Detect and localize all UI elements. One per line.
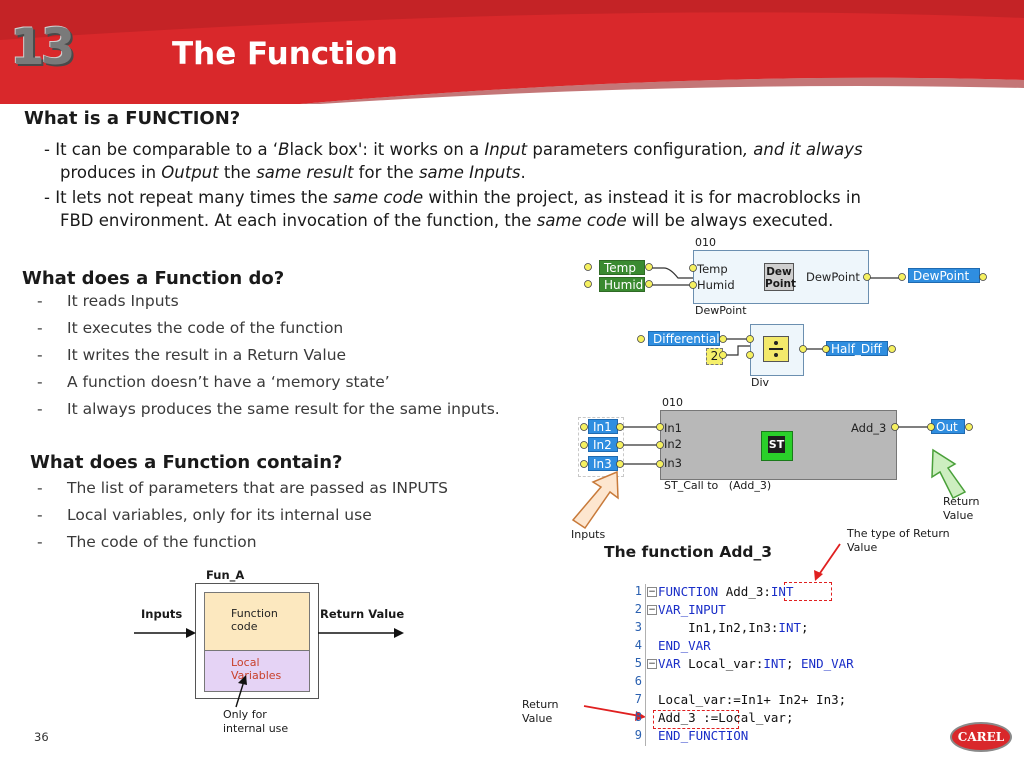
st-pin-in2: In2 [664,437,682,451]
code-line-1: FUNCTION Add_3:INT [658,584,794,599]
tag-half-diff[interactable]: Half_Diff [826,341,888,356]
intro-heading: What is a FUNCTION? [24,108,241,129]
funa-note-1: Only for [223,708,267,721]
line-number: 1 [634,584,642,598]
code-line-3: In1,In2,In3:INT; [658,620,809,635]
intro-paragraph-1: - It can be comparable to a ‘Black box':… [44,140,863,182]
div-name: Div [751,376,770,389]
st-pin-out: Add_3 [851,421,887,435]
dewpoint-pin-temp: Temp [697,262,728,276]
code-gutter-line [645,584,646,746]
ret-note-1: Return [522,698,559,711]
line-number: 7 [634,692,642,706]
header-band [0,0,1024,104]
callout-arrows [571,448,967,530]
st-pin-in1: In1 [664,421,682,435]
dewpoint-id: 010 [695,236,716,249]
list-item: -It executes the code of the function [37,319,344,337]
st-icon: ST [761,431,793,461]
list-item: -The list of parameters that are passed … [37,479,448,497]
tag-in2[interactable]: In2 [588,437,618,452]
list-item: -Local variables, only for its internal … [37,506,372,524]
st-pin-in3: In3 [664,456,682,470]
code-line-8: Add_3 :=Local_var; [658,710,794,725]
chapter-badge: 13 [10,18,76,76]
line-number: 3 [634,620,642,634]
line-number: 8 [634,710,642,724]
list-item: -It writes the result in a Return Value [37,346,347,364]
funa-arrows [134,628,404,708]
funa-note-2: internal use [223,722,289,735]
fold-icon[interactable]: − [647,659,657,669]
tag-differential[interactable]: Differential [648,331,720,346]
code-title: The function Add_3 [604,543,773,561]
line-number: 4 [634,638,642,652]
label-return-1: Return [943,495,980,508]
st-call-block[interactable]: In1 In2 In3 Add_3 ST [660,410,897,480]
funa-code-label-1: Function [231,607,278,620]
type-note-1: The type of Return [847,527,950,540]
fbd-wires [580,263,987,468]
type-note-2: Value [847,541,878,554]
tag-dewpoint-out[interactable]: DewPoint [908,268,980,283]
does-list: -It reads Inputs -It executes the code o… [37,292,577,432]
tag-humid[interactable]: Humid [599,277,645,292]
tag-in3[interactable]: In3 [588,456,618,471]
contains-list: -The list of parameters that are passed … [37,479,537,559]
code-line-7: Local_var:=In1+ In2+ In3; [658,692,847,707]
line-number: 9 [634,728,642,742]
carel-logo: CAREL [950,722,1012,752]
funa-local-box: Local Variables [204,650,310,692]
code-line-4: END_VAR [658,638,711,653]
ret-note-2: Value [522,712,553,725]
code-line-9: END_FUNCTION [658,728,749,743]
funa-code-box: Function code [204,592,310,652]
return-value-highlight [653,710,739,729]
stcall-id: 010 [662,396,683,409]
label-return-2: Value [943,509,974,522]
list-item: -It always produces the same result for … [37,400,500,418]
slide-title: The Function [172,36,398,72]
line-number: 6 [634,674,642,688]
funa-code-label-2: code [231,620,258,633]
code-line-2: VAR_INPUT [658,602,726,617]
line-number: 2 [634,602,642,616]
code-line-5: VAR Local_var:INT; END_VAR [658,656,854,671]
list-item: -A function doesn’t have a ‘memory state… [37,373,390,391]
page-number: 36 [34,730,49,744]
dewpoint-pin-humid: Humid [697,278,735,292]
tag-in1[interactable]: In1 [588,419,618,434]
contains-heading: What does a Function contain? [30,452,343,473]
fold-icon[interactable]: − [647,605,657,615]
label-inputs: Inputs [571,528,606,541]
list-item: -It reads Inputs [37,292,179,310]
code-red-arrows [583,543,841,721]
fold-icon[interactable]: − [647,587,657,597]
tag-out[interactable]: Out [931,419,965,434]
funa-local-label-1: Local [231,656,260,669]
dewpoint-pin-out: DewPoint [806,270,860,284]
dewpoint-name: DewPoint [695,304,747,317]
funa-inputs-label: Inputs [141,607,183,621]
intro-paragraph-2: - It lets not repeat many times the same… [44,188,861,230]
div-block[interactable] [750,324,804,376]
tag-temp[interactable]: Temp [599,260,645,275]
line-number: 5 [634,656,642,670]
funa-return-label: Return Value [320,607,405,621]
funa-title: Fun_A [206,568,245,582]
divide-icon [763,336,789,362]
return-type-highlight [784,582,832,601]
list-item: -The code of the function [37,533,257,551]
stcall-caption: ST_Call to (Add_3) [664,479,772,492]
does-heading: What does a Function do? [22,268,285,289]
inputs-highlight [578,417,624,477]
